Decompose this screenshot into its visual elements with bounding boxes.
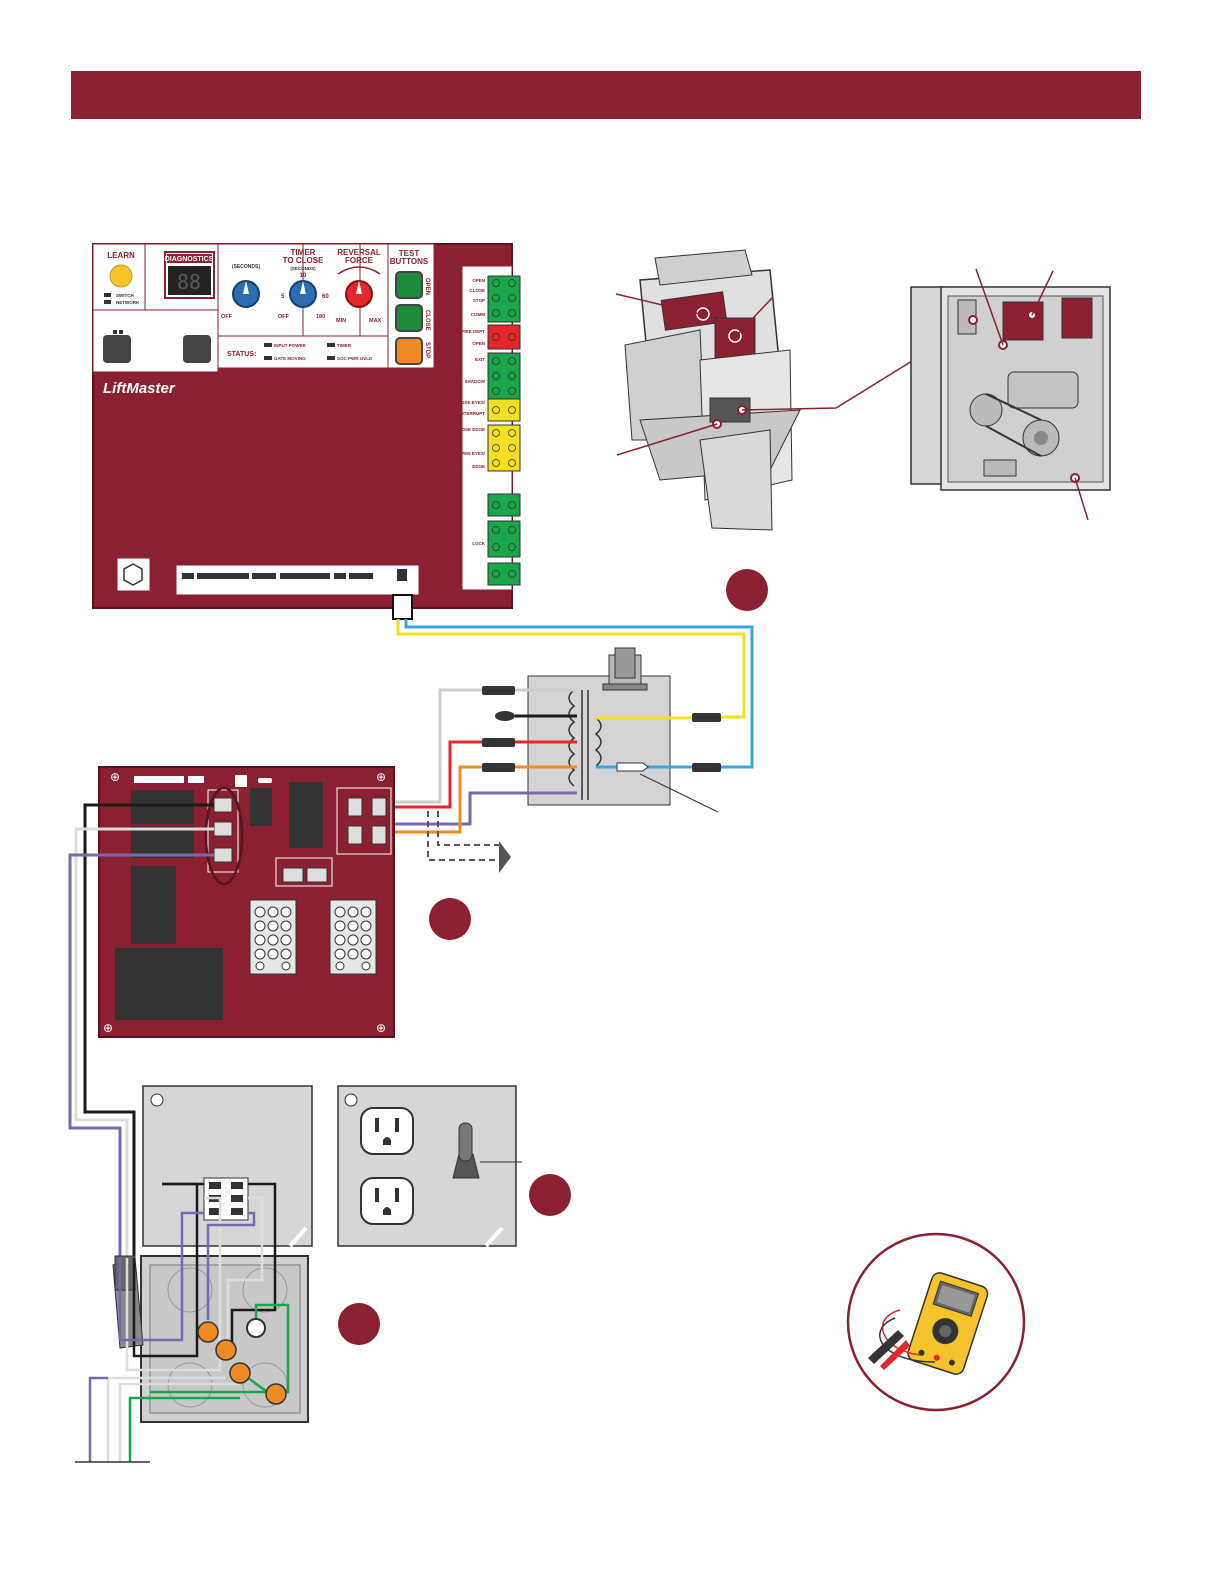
test-title-2: BUTTONS bbox=[390, 257, 429, 266]
power-board: ⊕ ⊕ ⊕ ⊕ bbox=[98, 766, 395, 1038]
terminal-strip bbox=[487, 275, 521, 586]
term-fire-open: OPEN bbox=[472, 341, 485, 346]
timer-title-2: TO CLOSE bbox=[283, 256, 324, 265]
operator-enclosure-illustration bbox=[910, 286, 1111, 491]
svg-text:⊕: ⊕ bbox=[110, 770, 120, 784]
term-close-eyes: CLOSE EYES/ bbox=[455, 400, 486, 405]
learn-button[interactable] bbox=[109, 264, 133, 288]
seconds-label: (SECONDS) bbox=[232, 264, 260, 270]
arrow-icon bbox=[499, 841, 511, 873]
seconds-off-label: OFF bbox=[221, 314, 233, 320]
learn-network: NETWORK bbox=[116, 300, 140, 305]
liftmaster-logo: LiftMaster bbox=[103, 380, 176, 397]
svg-text:⊕: ⊕ bbox=[376, 770, 386, 784]
reversal-title-2: FORCE bbox=[345, 256, 374, 265]
header-banner bbox=[71, 71, 1141, 119]
secondary-wires bbox=[396, 619, 754, 769]
force-max-label: MAX bbox=[369, 318, 382, 324]
status-gate-moving: GATE MOVING bbox=[274, 356, 306, 361]
step-marker-4 bbox=[338, 1303, 380, 1345]
timer-tick-60: 60 bbox=[322, 294, 329, 300]
term-shadow: SHADOW bbox=[465, 379, 486, 384]
status-timer: TIMER bbox=[337, 343, 352, 348]
term-lock: LOCK bbox=[472, 541, 485, 546]
step-marker-3 bbox=[529, 1174, 571, 1216]
timer-tick-10: 10 bbox=[300, 273, 307, 279]
timer-seconds-label: (SECONDS) bbox=[290, 266, 316, 271]
outlet-box bbox=[337, 1085, 522, 1248]
reversal-title-1: REVERSAL bbox=[337, 248, 381, 257]
term-fire-dept: FIRE DEPT bbox=[461, 329, 485, 334]
test-title-1: TEST bbox=[399, 249, 420, 258]
board-nut-icon bbox=[123, 563, 143, 586]
wire-nuts bbox=[197, 1321, 287, 1405]
power-input-highlight bbox=[204, 786, 244, 886]
step-marker-2 bbox=[429, 898, 471, 940]
svg-text:88: 88 bbox=[177, 270, 201, 294]
timer-max-label: 180 bbox=[316, 314, 325, 320]
step-marker-1 bbox=[726, 569, 768, 611]
force-min-label: MIN bbox=[336, 318, 346, 324]
status-soc-pwr-ovld: SOC PWR OVLD bbox=[337, 356, 373, 361]
board-power-connector bbox=[392, 594, 413, 620]
timer-title-1: TIMER bbox=[291, 248, 316, 257]
svg-text:⊕: ⊕ bbox=[103, 1021, 113, 1035]
diagnostics-display bbox=[168, 266, 211, 295]
term-exit: EXIT bbox=[475, 357, 485, 362]
learn-label: LEARN bbox=[107, 251, 135, 260]
test-close-label: CLOSE bbox=[424, 310, 430, 331]
test-close-button[interactable] bbox=[395, 304, 423, 332]
term-close: CLOSE bbox=[469, 288, 485, 293]
toggle-switch-icon[interactable] bbox=[452, 1122, 480, 1179]
test-stop-label: STOP bbox=[424, 342, 430, 358]
timer-off-label: OFF bbox=[278, 314, 290, 320]
multimeter-icon bbox=[846, 1232, 1026, 1412]
operator-chassis-illustration bbox=[624, 249, 801, 531]
term-open: OPEN bbox=[472, 278, 485, 283]
term-open-eyes: OPEN EYES/ bbox=[458, 451, 486, 456]
learn-switch: SWITCH bbox=[116, 293, 134, 298]
term-interrupt: INTERRUPT bbox=[459, 411, 485, 416]
main-control-board: LEARN SWITCH NETWORK DIAGNOSTICS 88 (SEC… bbox=[92, 243, 521, 620]
status-label: STATUS: bbox=[227, 351, 256, 358]
svg-text:⊕: ⊕ bbox=[376, 1021, 386, 1035]
timer-tick-5: 5 bbox=[281, 294, 285, 300]
term-close-edge: CLOSE EDGE bbox=[455, 427, 485, 432]
board-button-right[interactable] bbox=[183, 335, 211, 363]
term-comm: COMM bbox=[471, 312, 485, 317]
transformer-icon bbox=[602, 647, 648, 691]
transformer bbox=[380, 647, 721, 826]
diagnostics-label: DIAGNOSTICS bbox=[165, 256, 214, 263]
status-input-power: INPUT POWER bbox=[274, 343, 307, 348]
test-stop-button[interactable] bbox=[395, 337, 423, 365]
term-edge: EDGE bbox=[472, 464, 485, 469]
outlet-icon bbox=[360, 1107, 414, 1225]
test-open-label: OPEN bbox=[424, 278, 430, 295]
junction-box bbox=[112, 1085, 313, 1423]
test-open-button[interactable] bbox=[395, 271, 423, 299]
term-stop: STOP bbox=[473, 298, 485, 303]
board-button-left[interactable] bbox=[103, 335, 131, 363]
wire-nut-connector bbox=[616, 762, 649, 772]
